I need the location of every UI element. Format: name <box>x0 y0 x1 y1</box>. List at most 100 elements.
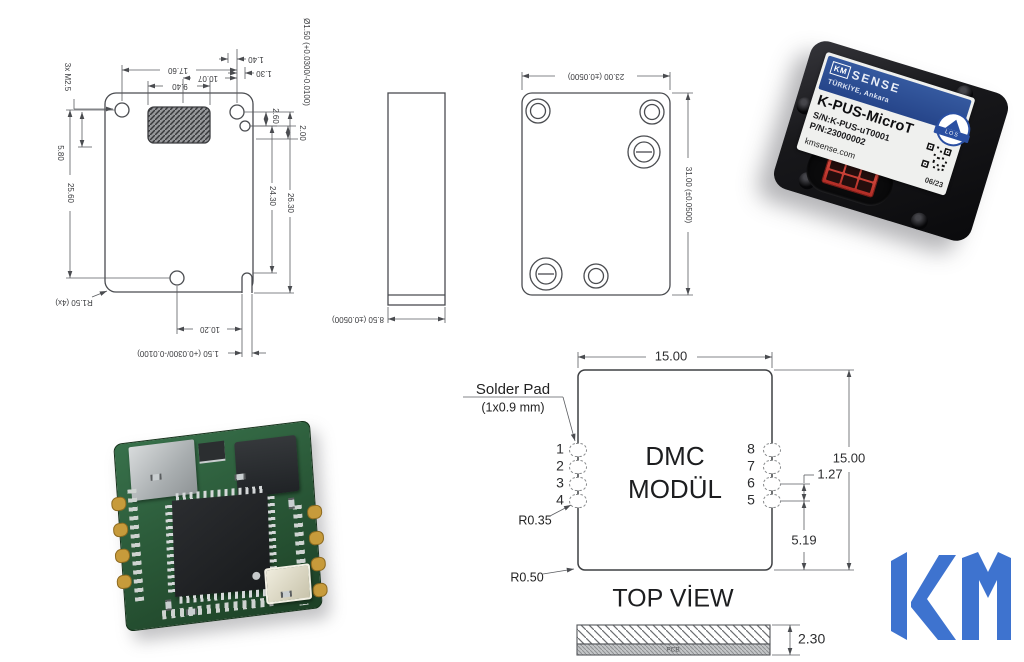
front-dimensions: 17.60 10.07 9.40 1.40 1.30 2.60 <box>55 18 311 358</box>
km-logo-small: KM <box>829 61 852 80</box>
thread-note: 3x M2.5 <box>63 63 72 92</box>
corner-radius-note: R0.50 <box>510 570 543 584</box>
pin-number: 4 <box>556 492 564 508</box>
castellated-pad <box>312 582 329 598</box>
dim-module-height: 15.00 <box>833 450 866 465</box>
dmc-module-drawing: 1 2 3 4 8 7 6 5 DMC MODÜL TOP VİEW 15.00… <box>463 348 866 656</box>
view-title: TOP VİEW <box>612 584 734 613</box>
km-logo-m <box>962 552 1011 640</box>
pcb-section-hatch <box>576 643 771 656</box>
pin-number: 8 <box>747 441 755 457</box>
module-section-hatch <box>576 624 771 645</box>
dim-10-07: 10.07 <box>197 74 218 83</box>
pcb-board <box>110 420 329 632</box>
castellated-pad <box>306 504 323 521</box>
connector-opening-hatch <box>147 106 211 144</box>
solder-pad-5 <box>763 494 781 508</box>
dim-module-width: 15.00 <box>655 348 688 363</box>
through-hole-top-left <box>525 98 551 124</box>
mount-hole-top-left <box>114 102 130 118</box>
pcb-render <box>95 408 351 654</box>
main-processor-chip <box>165 485 278 604</box>
dim-pad-pitch: 1.27 <box>817 466 842 481</box>
pin-number: 1 <box>556 441 564 457</box>
back-view-drawing: 23.00 (±0.0500) 31.00 (±0.0500) <box>521 72 693 296</box>
pin1-marker <box>252 571 261 581</box>
dim-pin5-offset: 5.19 <box>791 532 816 547</box>
dim-2-00: 2.00 <box>298 125 307 141</box>
dim-hole-spacing: 17.60 <box>167 66 188 75</box>
mount-hole-top-right <box>229 104 245 120</box>
solder-pad-1 <box>569 443 587 457</box>
pin-number: 3 <box>556 475 564 491</box>
screw-boss-lower <box>529 257 563 291</box>
screw-boss-upper <box>627 135 661 169</box>
module-name-line1: DMC <box>645 441 704 471</box>
km-logo: KM <box>891 552 1011 640</box>
castellated-pad <box>110 496 127 512</box>
dim-1-40: 1.40 <box>248 55 264 64</box>
through-hole-top-right <box>639 99 665 125</box>
pin-number: 2 <box>556 458 564 474</box>
pad-radius-note: R0.35 <box>518 513 551 527</box>
slot-width-note: 1.50 (+0.0300/-0.0100) <box>137 349 219 358</box>
castellated-pad <box>116 573 133 590</box>
dim-depth: 8.50 (±0.0500) <box>332 315 384 324</box>
front-view-drawing: 17.60 10.07 9.40 1.40 1.30 2.60 <box>55 18 311 358</box>
connector-pin <box>856 178 873 194</box>
dim-26-30: 26.30 <box>286 193 295 214</box>
module-labels: 1 2 3 4 8 7 6 5 DMC MODÜL TOP VİEW <box>556 441 755 613</box>
product-case: KM SENSE TÜRKİYE, Ankara K-PUS-MicroT S/… <box>769 37 1013 245</box>
solder-pad-7 <box>763 460 781 474</box>
corner-radius-note: R1.50 (4x) <box>55 298 93 307</box>
pilot-hole <box>239 120 251 132</box>
front-body-outline <box>104 92 254 293</box>
date-code: 06/23 <box>923 175 945 190</box>
mount-hole-bottom <box>169 270 185 286</box>
through-hole-bottom <box>583 263 609 289</box>
solder-pad-3 <box>569 477 587 491</box>
dim-10-20: 10.20 <box>199 325 220 334</box>
dim-25-60: 25.60 <box>66 183 75 204</box>
dim-9-40: 9.40 <box>172 82 188 91</box>
small-ic <box>198 440 226 462</box>
km-logo-k-arms <box>911 555 956 640</box>
side-dimensions: 8.50 (±0.0500) <box>332 307 446 324</box>
smd-component <box>288 497 295 510</box>
qr-code <box>920 142 953 173</box>
pcb-section-label: PCB <box>666 647 679 654</box>
connector-pin <box>841 174 858 189</box>
solder-pad-2 <box>569 460 587 474</box>
castellated-pad <box>308 530 325 546</box>
km-logo-k-bar <box>891 552 907 640</box>
product-label: KM SENSE TÜRKİYE, Ankara K-PUS-MicroT S/… <box>796 51 976 196</box>
dim-5-80: 5.80 <box>56 145 65 161</box>
solder-pad-callout: Solder Pad <box>476 381 550 398</box>
product-photo: KM SENSE TÜRKİYE, Ankara K-PUS-MicroT S/… <box>769 36 1022 284</box>
dim-thickness: 2.30 <box>798 631 825 647</box>
smd-component <box>165 599 172 611</box>
km-logo-glyphs <box>891 552 1011 640</box>
side-view-drawing: 8.50 (±0.0500) <box>332 92 446 324</box>
castellated-pad <box>114 547 131 564</box>
module-name-line2: MODÜL <box>628 474 722 504</box>
dim-2-60: 2.60 <box>271 108 280 124</box>
pin-number: 6 <box>747 475 755 491</box>
pin-number: 5 <box>747 492 755 508</box>
back-dimensions: 23.00 (±0.0500) 31.00 (±0.0500) <box>521 72 693 296</box>
module-outline <box>569 369 781 571</box>
castellated-pad <box>112 521 129 538</box>
hole-diameter-note: Ø1.50 (+0.0300/-0.0100) <box>302 18 311 106</box>
dim-24-30: 24.30 <box>268 186 277 207</box>
connector-pin <box>825 169 843 184</box>
pin-number: 7 <box>747 458 755 474</box>
qr-code-icon <box>920 142 953 172</box>
edge-slot <box>241 272 253 293</box>
crystal-oscillator <box>264 563 313 605</box>
solder-pad-size: (1x0.9 mm) <box>481 400 544 414</box>
case-screw-hole <box>908 210 930 232</box>
chip-pins <box>165 504 176 594</box>
side-body-outline <box>387 92 446 306</box>
castellated-pad <box>310 556 327 572</box>
